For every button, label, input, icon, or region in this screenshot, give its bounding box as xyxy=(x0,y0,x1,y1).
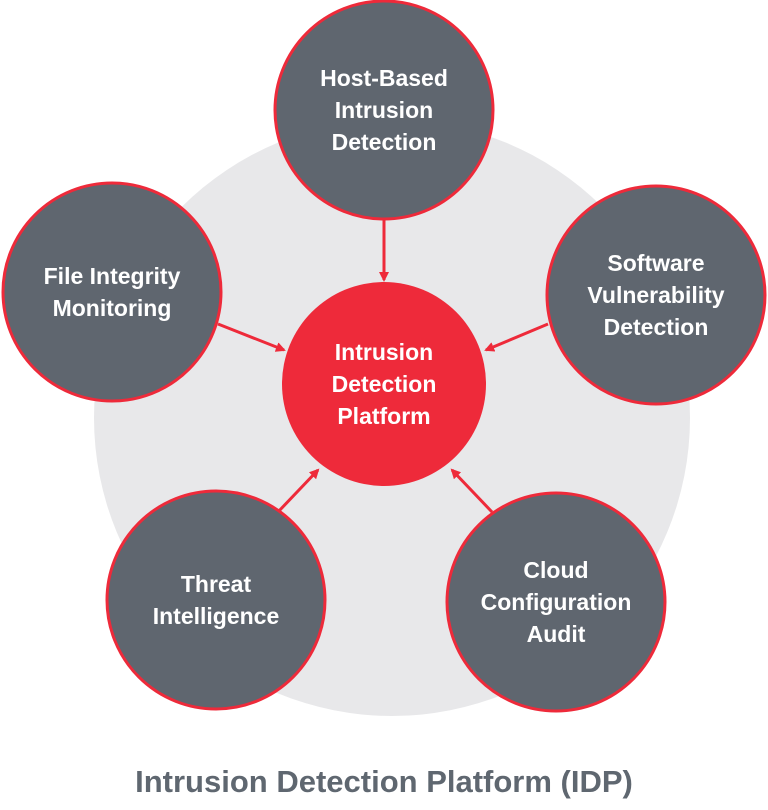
node-circle-cloud xyxy=(445,491,667,713)
node-label-software: Software Vulnerability Detection xyxy=(587,250,725,340)
arrow-cloud xyxy=(450,468,494,514)
center-circle xyxy=(282,282,486,486)
arrow-software xyxy=(484,322,549,352)
center-label: Intrusion Detection Platform xyxy=(331,339,437,429)
node-label-file: File Integrity Monitoring xyxy=(43,263,181,321)
arrow-threat xyxy=(276,468,320,514)
node-circle-threat xyxy=(105,489,327,711)
arrow-file xyxy=(217,322,286,352)
node-circle-host xyxy=(273,0,495,221)
node-circle-file xyxy=(1,181,223,403)
node-label-cloud: Cloud Configuration Audit xyxy=(480,557,632,647)
node-circle-software xyxy=(545,184,767,406)
node-label-host: Host-Based Intrusion Detection xyxy=(320,65,448,155)
node-label-threat: Threat Intelligence xyxy=(152,571,280,629)
diagram-title: Intrusion Detection Platform (IDP) xyxy=(135,764,633,799)
